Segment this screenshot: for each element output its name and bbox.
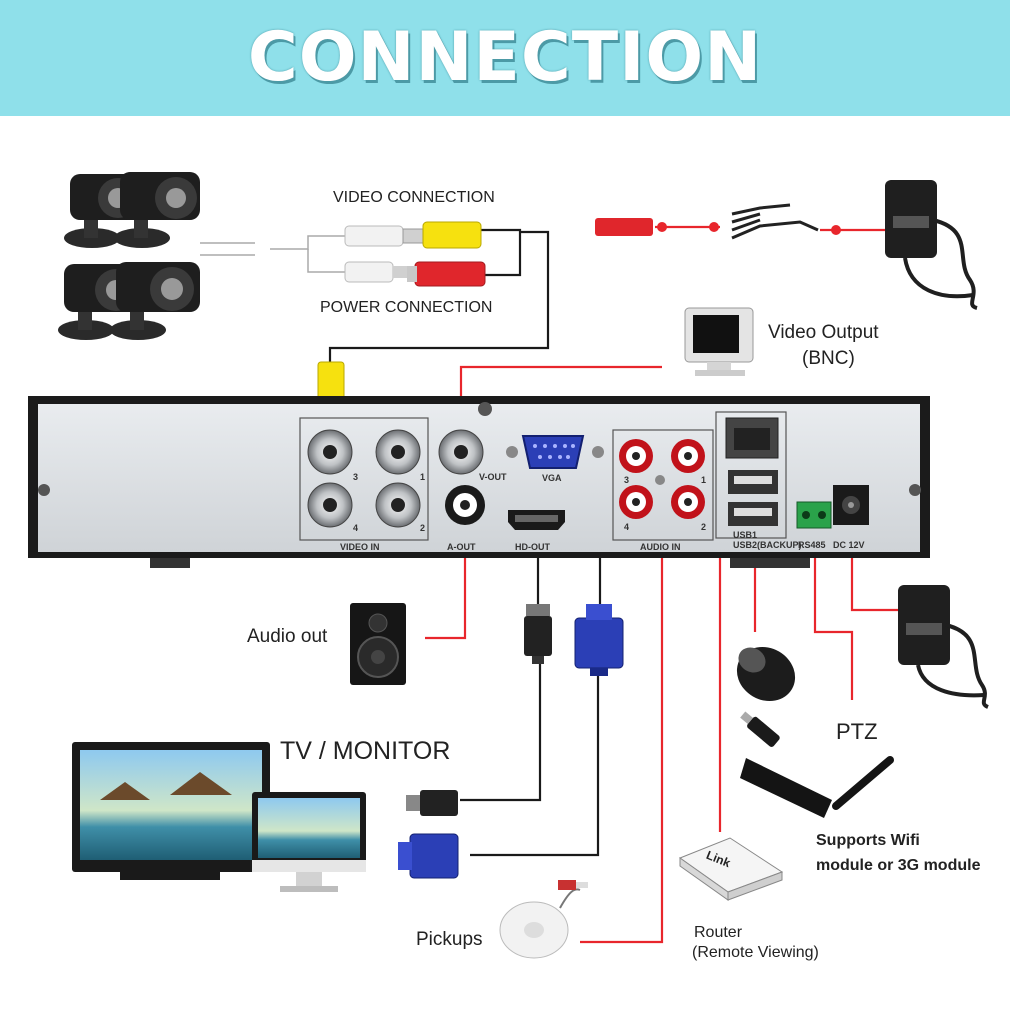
hdmi-plug-icon bbox=[524, 604, 552, 664]
red-connector bbox=[414, 261, 486, 287]
cameras bbox=[58, 172, 200, 340]
audio-number: 3 bbox=[624, 475, 630, 485]
hdmi-plug-icon bbox=[406, 790, 458, 816]
router-remote-label: (Remote Viewing) bbox=[692, 944, 819, 961]
audio-number: 1 bbox=[701, 475, 707, 485]
monitor-icon bbox=[252, 792, 366, 892]
pickup-microphone-icon bbox=[499, 880, 588, 959]
speaker-icon bbox=[350, 603, 406, 685]
rs485-label: RS485 bbox=[798, 540, 826, 550]
audio-number: 4 bbox=[624, 522, 630, 532]
wifi-support-label-line2: module or 3G module bbox=[816, 857, 981, 874]
audio-out-label: Audio out bbox=[247, 626, 328, 647]
video-black-wire bbox=[480, 228, 522, 277]
crt-monitor-icon bbox=[684, 307, 754, 376]
title-banner: CONNECTION bbox=[0, 0, 1010, 116]
pickups-label: Pickups bbox=[416, 929, 483, 950]
usb-stick-icon bbox=[740, 711, 780, 747]
v-out-label: V-OUT bbox=[479, 472, 507, 482]
wifi-support-label-line1: Supports Wifi bbox=[816, 832, 920, 849]
audio-in-jacks bbox=[619, 439, 705, 519]
audioin-red-wire bbox=[580, 555, 664, 944]
usb1-label: USB1 bbox=[733, 530, 758, 540]
bnc-number: 2 bbox=[420, 523, 426, 533]
power-adapter-icon bbox=[898, 585, 989, 709]
video-in-label: VIDEO IN bbox=[340, 542, 380, 552]
camera-icon bbox=[114, 172, 200, 248]
a-out-label: A-OUT bbox=[447, 542, 476, 552]
dc12v-label: DC 12V bbox=[833, 540, 865, 550]
vga-label: VGA bbox=[542, 473, 562, 483]
vga-plug-icon bbox=[574, 604, 624, 676]
usb2-label: USB2(BACKUP) bbox=[733, 540, 802, 550]
wifi-dongle-icon bbox=[740, 756, 894, 818]
audio-number: 2 bbox=[701, 522, 707, 532]
bnc-number: 1 bbox=[420, 472, 426, 482]
video-output-label: Video Output bbox=[768, 322, 879, 343]
vga-port bbox=[521, 435, 585, 469]
bnc-connector bbox=[307, 429, 484, 528]
aout-red-wire bbox=[425, 530, 467, 640]
hd-out-label: HD-OUT bbox=[515, 542, 550, 552]
white-connector bbox=[344, 225, 404, 247]
router-icon bbox=[678, 837, 784, 901]
tv-icon bbox=[72, 742, 270, 880]
red-plug bbox=[595, 218, 653, 236]
power-connectors bbox=[344, 261, 486, 287]
banner-title: CONNECTION bbox=[247, 18, 763, 97]
yellow-connector bbox=[422, 221, 482, 249]
power-splitter-icon bbox=[731, 203, 819, 240]
vga-plug-icon bbox=[398, 833, 459, 879]
audio-in-label: AUDIO IN bbox=[640, 542, 681, 552]
video-connection-label: VIDEO CONNECTION bbox=[333, 189, 495, 206]
camera-icon bbox=[110, 262, 200, 340]
mouse-icon bbox=[736, 646, 796, 702]
ptz-label: PTZ bbox=[836, 719, 878, 744]
power-adapter-icon bbox=[885, 180, 978, 310]
dvr-rear-panel bbox=[28, 396, 930, 568]
video-output-bnc-label: (BNC) bbox=[802, 348, 855, 369]
tv-monitor-label: TV / MONITOR bbox=[280, 737, 451, 765]
video-connectors bbox=[344, 221, 482, 249]
power-connection-label: POWER CONNECTION bbox=[320, 299, 493, 316]
bnc-number: 3 bbox=[353, 472, 359, 482]
rs485-red-wire bbox=[813, 528, 854, 700]
router-label: Router bbox=[694, 924, 743, 941]
bnc-number: 4 bbox=[353, 523, 359, 533]
